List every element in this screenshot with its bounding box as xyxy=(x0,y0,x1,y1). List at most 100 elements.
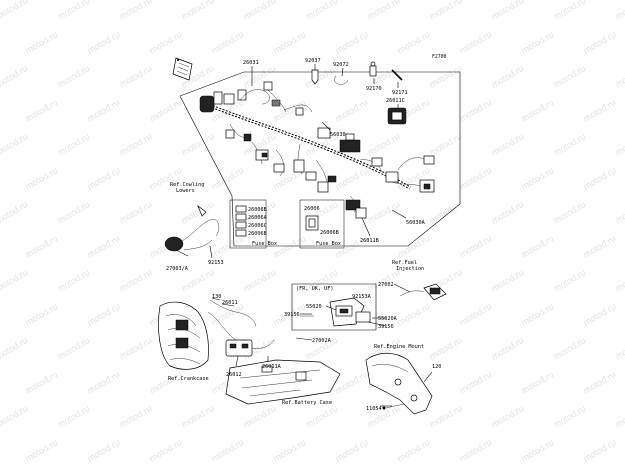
label-ref-fuel-line1: Ref.Fuel xyxy=(392,260,417,266)
watermark-text: motod.ru xyxy=(24,165,60,191)
watermark-text: motod.ru xyxy=(614,131,625,157)
fuse-box-b[interactable]: 26006 26006B Fuse Box xyxy=(299,199,345,249)
watermark-text: motod.ru xyxy=(0,199,29,225)
clip-92037[interactable] xyxy=(311,69,319,85)
watermark-text: motod.ru xyxy=(614,199,625,225)
watermark-text: motod.ru xyxy=(458,29,494,55)
watermark-text: motod.ru xyxy=(24,29,60,55)
crankcase-assembly xyxy=(158,301,237,370)
label-11054: 11054 xyxy=(366,406,382,412)
watermark-text: motod.ru xyxy=(520,301,556,327)
watermark-text: motod.ru xyxy=(118,63,154,89)
watermark-text: motod.ru xyxy=(428,335,464,361)
battery-lead-26012[interactable] xyxy=(209,299,275,357)
label-ref-fuel-line2: Injection xyxy=(396,266,424,272)
watermark-text: motod.ru xyxy=(180,199,216,225)
watermark-text: motod.ru xyxy=(582,233,618,259)
watermark-text: motod.ru xyxy=(24,369,60,395)
watermark-text: motod.ru xyxy=(148,369,184,395)
label-27003a: 27003/A xyxy=(166,266,189,272)
watermark-text: motod.ru xyxy=(56,199,92,225)
watermark-text: motod.ru xyxy=(0,335,29,361)
watermark-text: motod.ru xyxy=(428,63,464,89)
watermark-text: motod.ru xyxy=(552,63,588,89)
watermark-text: motod.ru xyxy=(118,335,154,361)
watermark-text: motod.ru xyxy=(428,131,464,157)
fuse-label-26006b-2: 26006B xyxy=(248,231,267,237)
figure-code: F2700 xyxy=(432,54,447,60)
watermark-text: motod.ru xyxy=(304,403,340,429)
watermark-text: motod.ru xyxy=(210,29,246,55)
watermark-text: motod.ru xyxy=(614,403,625,429)
watermark-text: motod.ru xyxy=(396,233,432,259)
watermark-text: motod.ru xyxy=(520,369,556,395)
watermark-text: motod.ru xyxy=(24,437,60,463)
label-27002: 27002 xyxy=(378,282,394,288)
fuse-label-26006a: 26006A xyxy=(248,215,268,221)
clamp-92171[interactable] xyxy=(391,69,403,81)
watermark-text: motod.ru xyxy=(86,165,122,191)
watermark-text: motod.ru xyxy=(520,29,556,55)
label-ref-cowling-line2: Lowers xyxy=(176,188,195,194)
fuse-box-a[interactable]: 26006B 26006A 26006C 26006B Fuse Box xyxy=(229,199,277,249)
main-wiring-harness[interactable] xyxy=(199,81,435,219)
watermark-text: motod.ru xyxy=(582,97,618,123)
watermark-text: motod.ru xyxy=(334,165,370,191)
label-26011c: 26011C xyxy=(386,98,405,104)
leader-lines xyxy=(175,64,433,407)
watermark-text: motod.ru xyxy=(582,301,618,327)
watermark-text: motod.ru xyxy=(0,267,29,293)
label-ref-crankcase: Ref.Crankcase xyxy=(168,376,209,382)
watermark-text: motod.ru xyxy=(428,403,464,429)
label-92072: 92072 xyxy=(333,62,349,68)
watermark-text: motod.ru xyxy=(458,233,494,259)
watermark-text: motod.ru xyxy=(334,437,370,463)
watermark-text: motod.ru xyxy=(582,29,618,55)
watermark-text: motod.ru xyxy=(86,437,122,463)
watermark-text: motod.ru xyxy=(490,403,526,429)
main-harness-frame xyxy=(179,71,461,247)
label-27002a: 27002A xyxy=(312,338,332,344)
watermark-text: motod.ru xyxy=(272,437,308,463)
watermark-text: motod.ru xyxy=(552,267,588,293)
watermark-text: motod.ru xyxy=(210,233,246,259)
watermark-text: motod.ru xyxy=(86,29,122,55)
label-92037: 92037 xyxy=(305,58,321,64)
label-39156-a: 39156 xyxy=(284,312,300,318)
relay-26011c[interactable] xyxy=(387,107,407,125)
watermark-text: motod.ru xyxy=(24,233,60,259)
watermark-text: motod.ru xyxy=(56,335,92,361)
watermark-text: motod.ru xyxy=(520,437,556,463)
watermark-text: motod.ru xyxy=(0,131,29,157)
label-ref-cowling-line1: Ref.Cowling xyxy=(170,182,204,188)
fuse-label-26006b: 26006B xyxy=(248,207,267,213)
watermark-text: motod.ru xyxy=(428,0,464,22)
watermark-text: motod.ru xyxy=(458,165,494,191)
band-92072[interactable] xyxy=(334,75,349,85)
fuse-box-caption-a: Fuse Box xyxy=(252,241,277,247)
watermark-text: motod.ru xyxy=(552,131,588,157)
label-92153: 92153 xyxy=(208,260,224,266)
lead-27002[interactable] xyxy=(399,283,447,301)
relay-92170[interactable] xyxy=(369,61,377,77)
fuel-injection-block xyxy=(291,283,377,331)
watermark-text: motod.ru xyxy=(304,0,340,22)
watermark-text: motod.ru xyxy=(334,97,370,123)
watermark-text: motod.ru xyxy=(614,63,625,89)
watermark-text: motod.ru xyxy=(56,403,92,429)
label-55020a: 55020A xyxy=(378,316,398,322)
watermark-text: motod.ru xyxy=(458,301,494,327)
watermark-text: motod.ru xyxy=(520,233,556,259)
watermark-text: motod.ru xyxy=(490,63,526,89)
watermark-text: motod.ru xyxy=(396,301,432,327)
watermark-text: motod.ru xyxy=(520,97,556,123)
watermark-text: motod.ru xyxy=(148,97,184,123)
watermark-text: motod.ru xyxy=(86,233,122,259)
watermark-text: motod.ru xyxy=(56,267,92,293)
label-39156-b: 39156 xyxy=(378,324,394,330)
watermark-text: motod.ru xyxy=(180,0,216,22)
watermark-text: motod.ru xyxy=(552,403,588,429)
label-55020: 55020 xyxy=(306,304,322,310)
watermark-text: motod.ru xyxy=(396,29,432,55)
